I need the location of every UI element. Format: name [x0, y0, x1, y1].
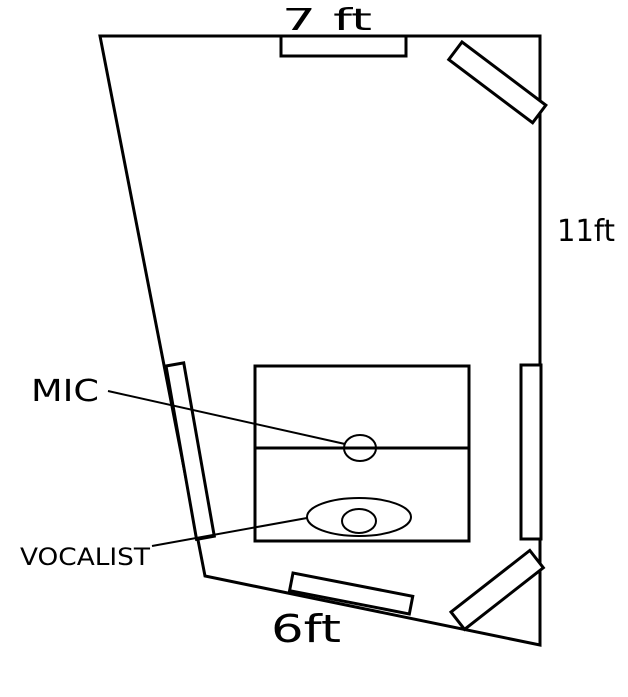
vocalist-leader-line — [151, 517, 308, 547]
vocalist-outer-symbol — [306, 497, 412, 537]
dimension-label-bottom: 6ft — [271, 607, 341, 651]
vocalist-head-symbol — [341, 508, 377, 534]
acoustic-panel-left — [164, 361, 217, 542]
dimension-label-top: 7 ft — [282, 3, 372, 38]
acoustic-panel-top-right-corner — [446, 39, 548, 125]
room-outline — [98, 34, 542, 647]
mic-leader-line — [107, 390, 346, 445]
riser-platform — [253, 364, 471, 543]
acoustic-panel-bottom — [287, 571, 415, 616]
vocalist-label: VOCALIST — [20, 543, 150, 571]
mic-symbol — [343, 434, 377, 462]
acoustic-panel-right — [519, 363, 543, 541]
dimension-label-right: 11ft — [557, 214, 615, 249]
acoustic-panel-bottom-right-corner — [448, 548, 546, 632]
mic-label: MIC — [31, 374, 99, 409]
acoustic-panel-top — [279, 34, 408, 58]
